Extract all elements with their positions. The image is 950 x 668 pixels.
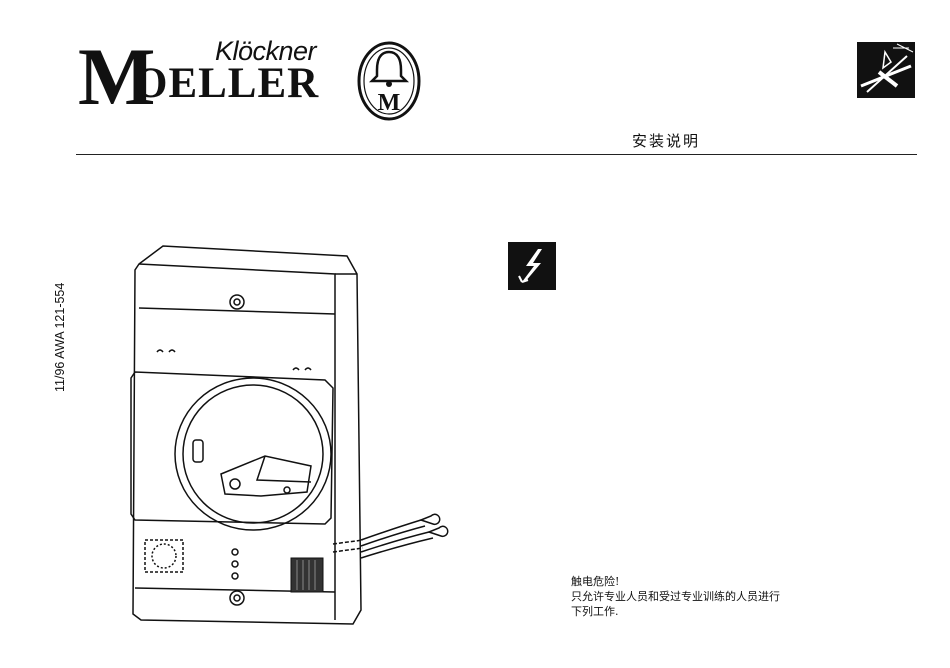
header-divider [76,154,917,155]
switch-device-illustration [125,240,465,630]
cable-junction-icon [857,42,915,98]
page-title: 安装说明 [632,130,700,151]
electric-shock-warning: 触电危险! 只允许专业人员和受过专业训练的人员进行 下列工作. [571,574,780,619]
logo-wordmark: OELLER [134,62,319,105]
warning-line: 下列工作. [571,604,780,619]
lightning-bolt-icon [508,242,556,290]
emblem-letter: M [378,90,401,116]
warning-heading: 触电危险! [571,574,780,589]
warning-line: 只允许专业人员和受过专业训练的人员进行 [571,589,780,604]
bell-emblem-icon: M [356,40,422,122]
document-code: 11/96 AWA 121-554 [53,283,67,392]
